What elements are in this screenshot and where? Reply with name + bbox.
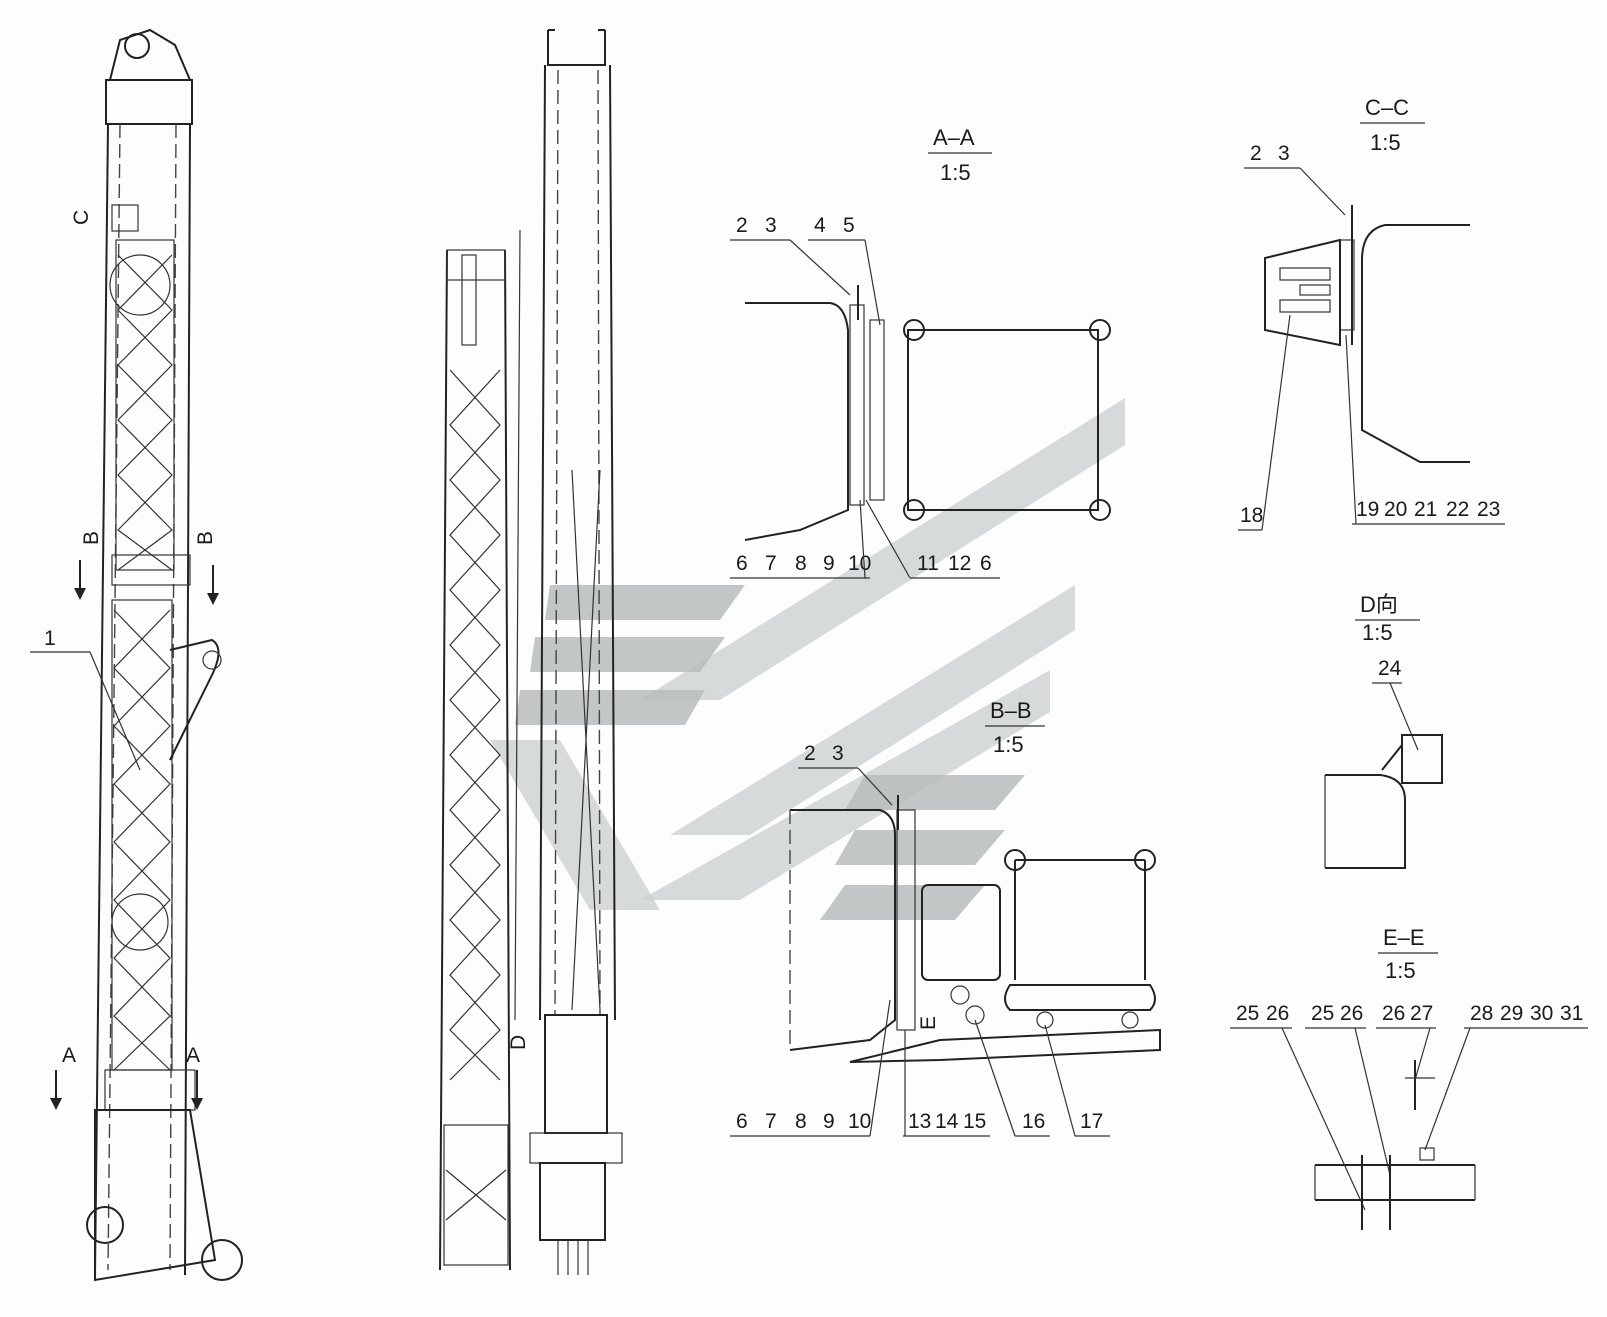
aa-label-12: 12 [948,552,971,575]
aa-label-10: 10 [848,552,871,575]
ee-label-27: 27 [1410,1002,1433,1025]
bb-label-6: 6 [736,1110,748,1133]
d-title: D向 [1360,592,1398,617]
ee-label-28: 28 [1470,1002,1493,1025]
ee-label-29: 29 [1500,1002,1523,1025]
ee-label-31: 31 [1560,1002,1583,1025]
bb-label-15: 15 [963,1110,986,1133]
ee-label-26b: 26 [1340,1002,1363,1025]
cc-label-19: 19 [1356,498,1379,521]
cc-label-3: 3 [1278,142,1290,165]
ee-scale: 1:5 [1385,958,1416,983]
view-cc: C–C 1:5 2 3 18 19 20 21 22 23 [1238,95,1505,531]
view-aa: A–A 1:5 2 3 4 5 6 7 8 9 10 11 12 6 [730,125,1111,579]
cc-title: C–C [1365,95,1409,120]
bb-title: B–B [990,698,1032,723]
section-b-left-label: B [80,531,103,545]
bb-label-13: 13 [908,1110,931,1133]
ee-label-25b: 25 [1311,1002,1334,1025]
section-a-right-label: A [186,1044,200,1067]
bb-label-9: 9 [823,1110,835,1133]
ee-title: E–E [1383,925,1425,950]
aa-scale: 1:5 [940,160,971,185]
boom-top-view: D [507,29,623,1275]
bb-label-14: 14 [935,1110,959,1133]
view-ee: E–E 1:5 25 26 25 26 26 27 28 29 30 31 [1230,925,1588,1230]
aa-title: A–A [933,125,975,150]
bb-label-10: 10 [848,1110,871,1133]
bb-label-2: 2 [804,742,816,765]
view-d: D向 1:5 24 [1324,592,1443,869]
aa-label-2: 2 [736,214,748,237]
item-1-label: 1 [44,627,56,650]
cc-label-20: 20 [1384,498,1407,521]
aa-label-8: 8 [795,552,807,575]
bb-label-3: 3 [832,742,844,765]
cc-label-18: 18 [1240,504,1263,527]
view-bb: B–B 1:5 2 3 E 6 7 8 9 10 13 14 15 16 [730,698,1161,1137]
bb-label-17: 17 [1080,1110,1103,1133]
aa-label-11: 11 [917,552,939,575]
bb-label-16: 16 [1022,1110,1045,1133]
ee-label-26a: 26 [1266,1002,1289,1025]
aa-label-4: 4 [814,214,826,237]
aa-label-9: 9 [823,552,835,575]
cc-label-22: 22 [1446,498,1469,521]
ee-label-30: 30 [1530,1002,1553,1025]
section-c-label: C [70,210,93,225]
bb-label-7: 7 [765,1110,777,1133]
ee-label-25a: 25 [1236,1002,1259,1025]
cc-label-21: 21 [1414,498,1437,521]
d-label-24: 24 [1378,657,1402,680]
watermark-logo [490,398,1125,920]
d-scale: 1:5 [1362,620,1393,645]
view-d-label: D [507,1035,530,1050]
cc-scale: 1:5 [1370,130,1401,155]
bb-scale: 1:5 [993,732,1024,757]
section-markers: C B B A A 1 [30,210,219,1110]
bb-mark-e: E [917,1016,940,1030]
boom-side-view [86,28,243,1282]
cc-label-2: 2 [1250,142,1262,165]
aa-label-7: 7 [765,552,777,575]
aa-label-6b: 6 [980,552,992,575]
cc-label-23: 23 [1477,498,1500,521]
section-a-left-label: A [62,1044,76,1067]
boom-front-view [439,229,521,1271]
aa-label-5: 5 [843,214,855,237]
section-b-right-label: B [194,531,217,545]
aa-label-3: 3 [765,214,777,237]
aa-label-6: 6 [736,552,748,575]
bb-label-8: 8 [795,1110,807,1133]
ee-label-26c: 26 [1382,1002,1405,1025]
